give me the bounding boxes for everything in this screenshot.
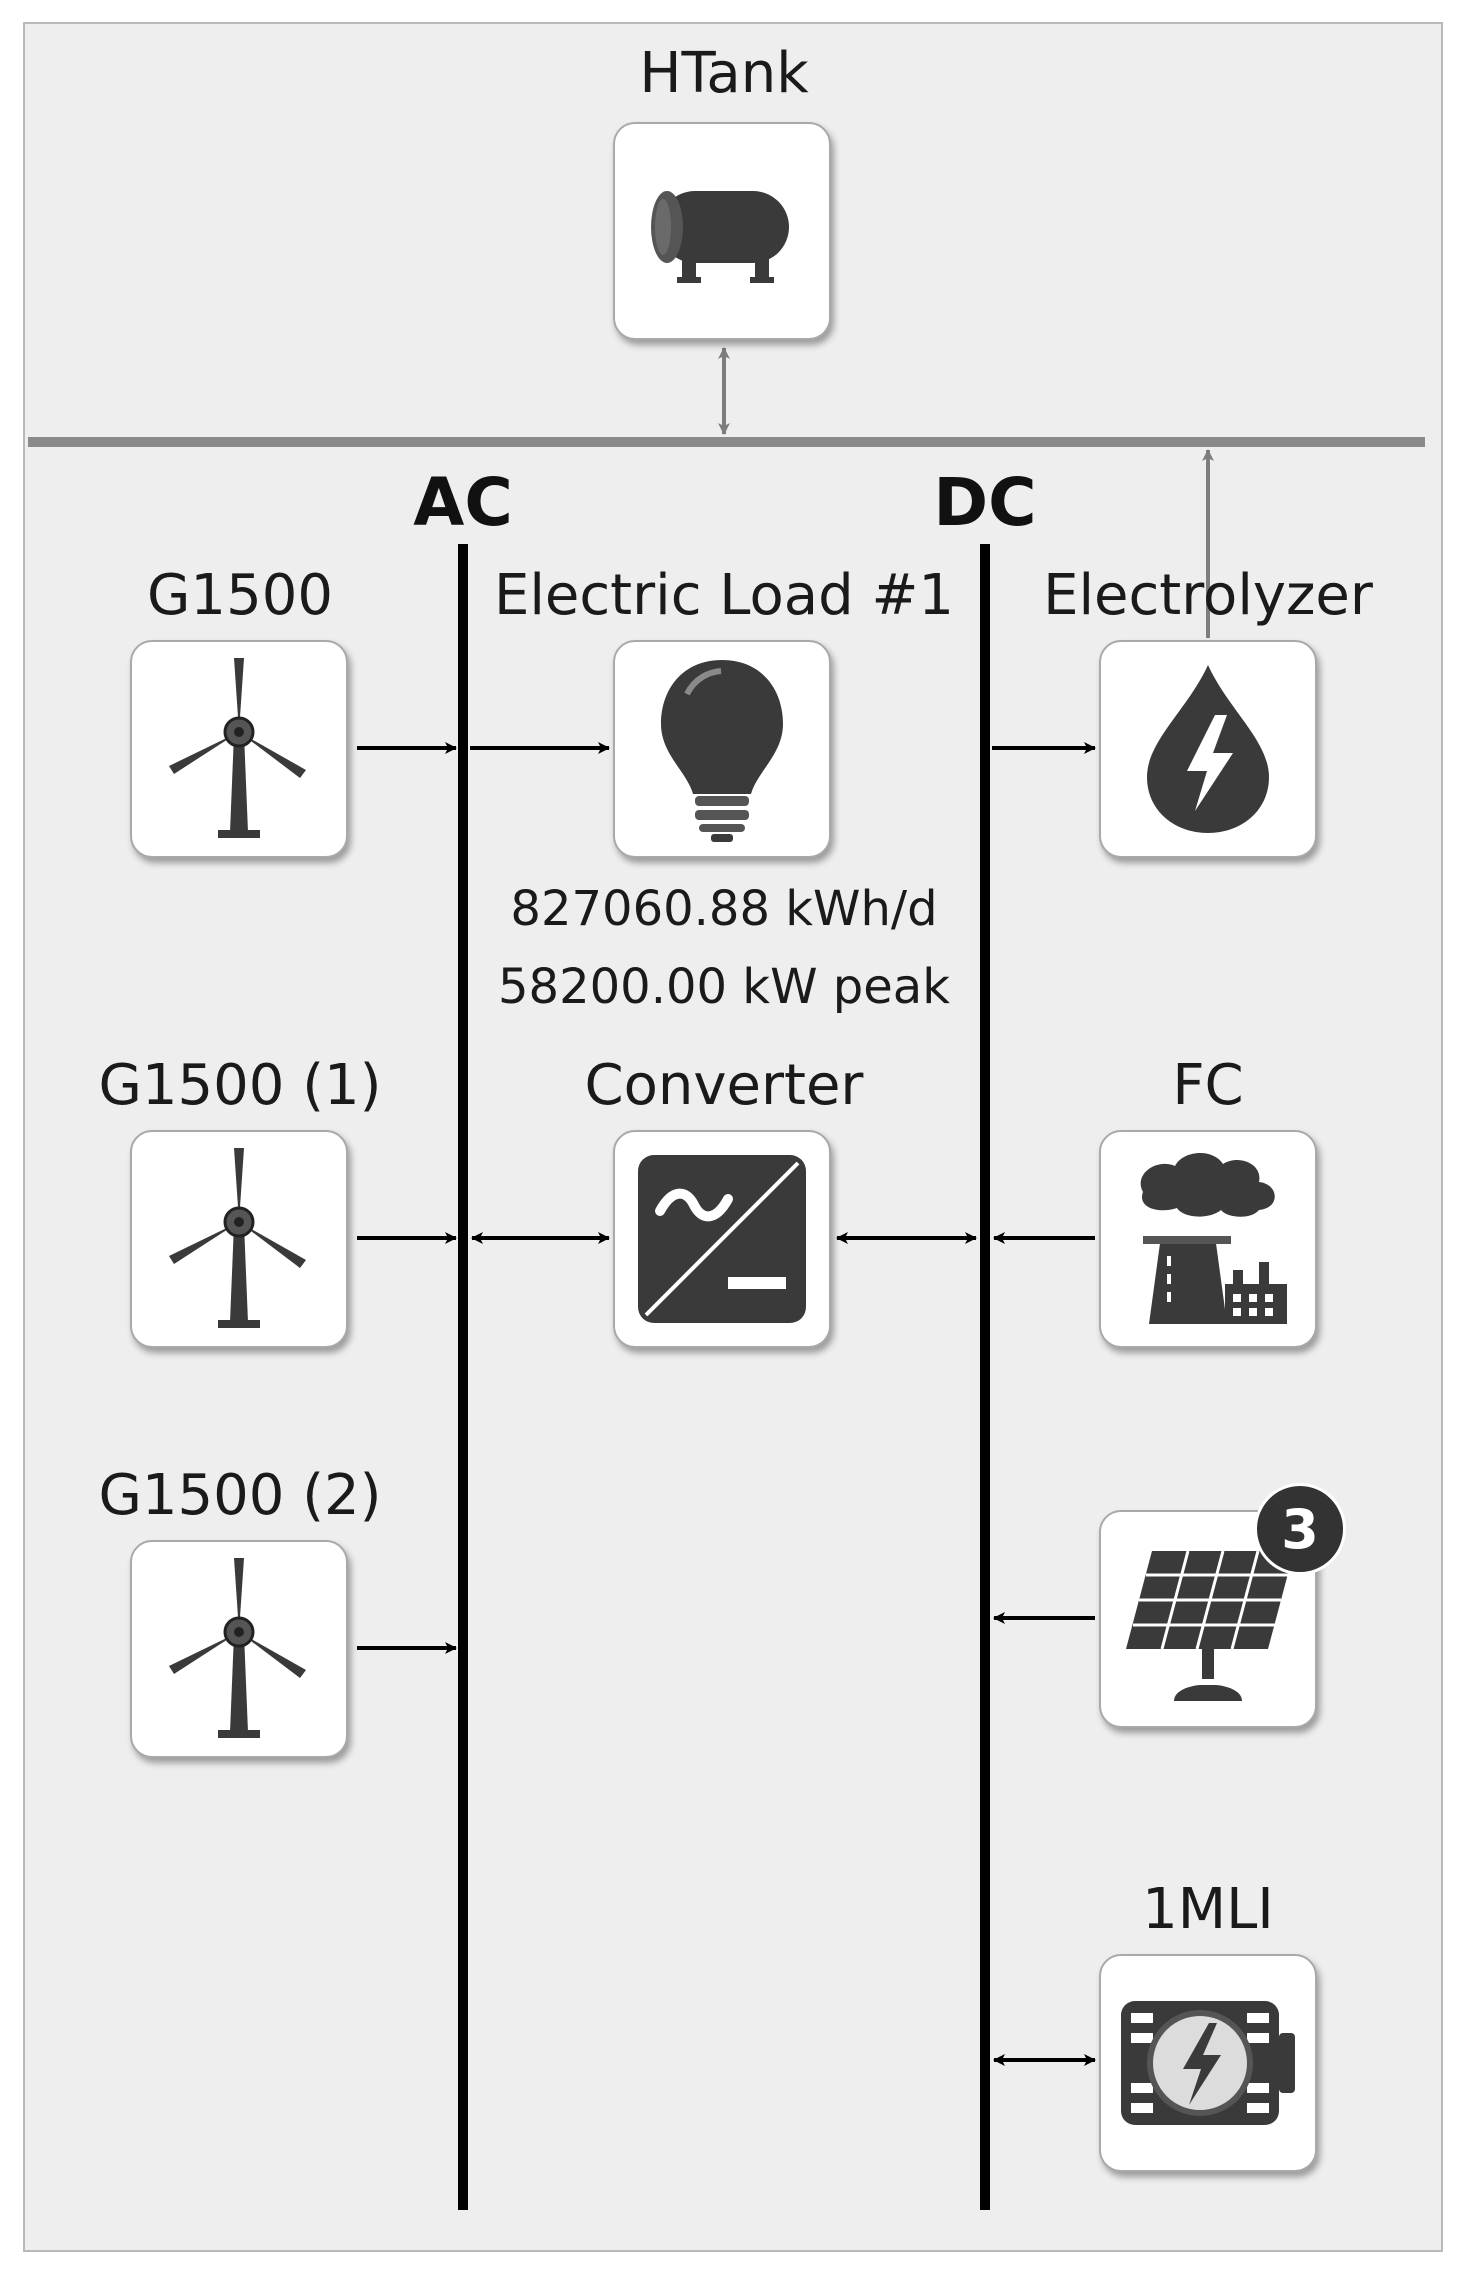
power-plant-icon [1140, 1152, 1287, 1324]
g1500-1-label: G1500 (1) [98, 1053, 382, 1118]
wind-turbine-icon [169, 1558, 306, 1738]
g1500-2-label: G1500 (2) [98, 1463, 382, 1528]
htank-component[interactable] [613, 122, 831, 340]
g1500-component[interactable] [130, 640, 348, 858]
pv-count-badge: 3 [1254, 1483, 1346, 1575]
hydrogen-tank-icon [651, 191, 789, 283]
battery-storage-icon [1121, 2001, 1295, 2125]
mli-label: 1MLI [1142, 1877, 1274, 1942]
g1500-1-component[interactable] [130, 1130, 348, 1348]
electrolyzer-component[interactable] [1099, 640, 1317, 858]
g1500-label: G1500 [147, 563, 333, 628]
solar-panel-icon [1126, 1550, 1294, 1701]
converter-label: Converter [584, 1053, 864, 1118]
electrolyzer-drop-icon [1147, 665, 1269, 833]
load-peak-value: 58200.00 kW peak [497, 959, 951, 1015]
electric-load-component[interactable] [613, 640, 831, 858]
converter-icon [638, 1155, 806, 1323]
light-bulb-icon [661, 660, 783, 842]
dc-bus-label: DC [933, 464, 1037, 541]
fc-label: FC [1172, 1053, 1244, 1118]
fc-component[interactable] [1099, 1130, 1317, 1348]
converter-component[interactable] [613, 1130, 831, 1348]
mli-component[interactable] [1099, 1954, 1317, 2172]
ac-bus-label: AC [413, 464, 513, 541]
wind-turbine-icon [169, 1148, 306, 1328]
htank-label: HTank [639, 41, 809, 106]
g1500-2-component[interactable] [130, 1540, 348, 1758]
electrolyzer-label: Electrolyzer [1043, 563, 1373, 628]
load-energy-value: 827060.88 kWh/d [510, 881, 938, 937]
electric-load-label: Electric Load #1 [493, 563, 955, 628]
wind-turbine-icon [169, 658, 306, 838]
